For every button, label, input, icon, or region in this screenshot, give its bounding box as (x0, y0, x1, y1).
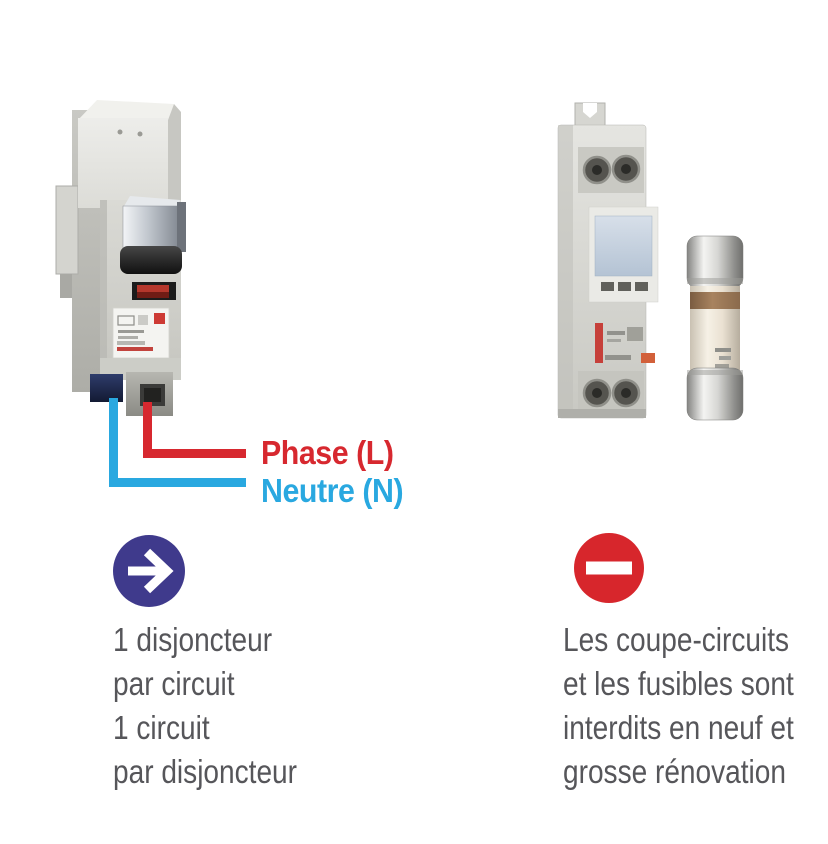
caption-line: 1 circuit (113, 709, 210, 746)
fuse-carrier-front (588, 206, 659, 303)
neutral-wire-label: Neutre (N) (261, 472, 404, 509)
fuse-window (594, 215, 653, 277)
caption-line: par circuit (113, 665, 235, 702)
breaker-toggle (120, 196, 186, 274)
circuit-breaker-image (55, 100, 186, 416)
left-caption: 1 disjoncteur par circuit 1 circuit par … (113, 618, 297, 794)
caption-line: Les coupe-circuits (563, 621, 790, 658)
no-entry-circle-icon (574, 533, 644, 603)
caption-line: et les fusibles sont (563, 665, 794, 702)
caption-line: 1 disjoncteur (113, 621, 273, 658)
fuse-brown-band (690, 292, 740, 309)
caption-line: par disjoncteur (113, 753, 297, 790)
phase-wire-vertical (143, 402, 152, 458)
phase-wire-horizontal (143, 449, 246, 458)
caption-line: interdits en neuf et (563, 709, 794, 746)
fuse-bottom-cap (686, 367, 744, 421)
arrow-right-circle-icon (113, 535, 185, 607)
toggle-handle (120, 246, 182, 274)
fuse-cartridge-image (686, 235, 744, 421)
din-clip (55, 185, 79, 275)
fuse-carrier-image (557, 102, 659, 419)
right-caption: Les coupe-circuits et les fusibles sont … (563, 618, 794, 794)
breaker-label (112, 307, 170, 359)
neutral-terminal (90, 374, 123, 402)
caption-line: grosse rénovation (563, 753, 786, 790)
neutral-wire-horizontal (109, 478, 246, 487)
bottom-screw-terminals (558, 371, 646, 418)
phase-wire-label: Phase (L) (261, 434, 394, 471)
breaker-terminals (90, 358, 181, 416)
top-screw-terminals (578, 147, 644, 193)
neutral-wire-vertical (109, 398, 118, 487)
breaker-indicator-window (132, 282, 176, 300)
fuse-carrier-label (595, 323, 655, 363)
